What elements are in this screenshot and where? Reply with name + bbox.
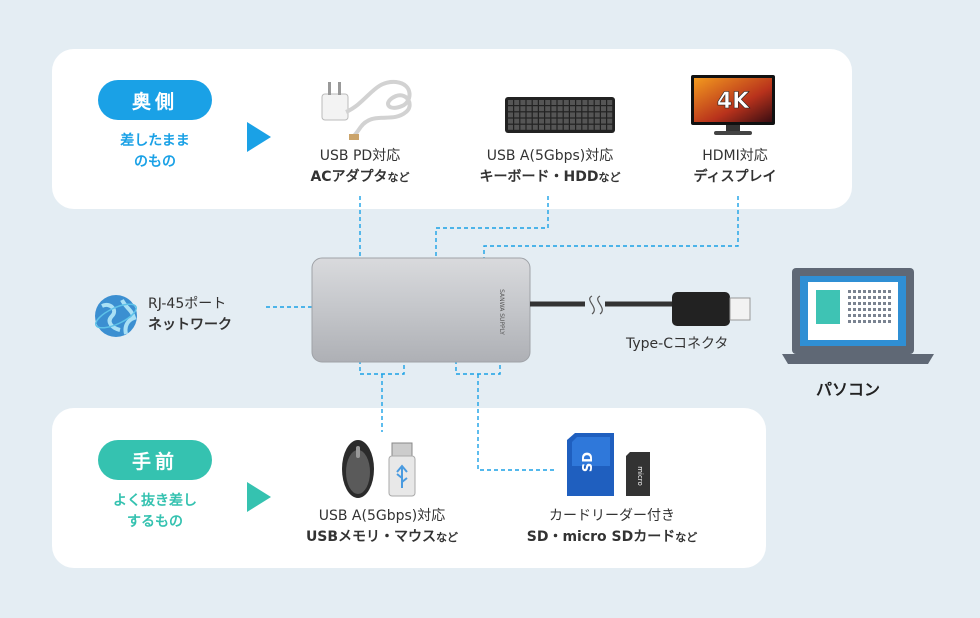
usb-front-suffix: など (436, 531, 459, 544)
back-subtitle-line1: 差したまま (120, 133, 190, 149)
line-display (483, 196, 739, 258)
keyboard-icon (505, 97, 615, 133)
label-card-reader: カードリーダー付き SD・micro SDカードなど (512, 506, 712, 548)
label-ac-adapter: USB PD対応 ACアダプタなど (292, 146, 428, 188)
label-usb-front: USB A(5Gbps)対応 USBメモリ・マウスなど (294, 506, 470, 548)
display-line1: HDMI対応 (702, 148, 768, 164)
usb-front-line1: USB A(5Gbps)対応 (318, 508, 446, 524)
keyboard-line2: キーボード・HDD (479, 169, 599, 185)
line-keyboard (435, 196, 549, 258)
front-subtitle-line1: よく抜き差し (113, 493, 197, 509)
label-rj45: RJ-45ポート ネットワーク (148, 294, 232, 336)
usb-hub-icon: SANWA SUPPLY (311, 257, 751, 363)
label-display: HDMI対応 ディスプレイ (670, 146, 800, 188)
front-arrow-icon (247, 482, 271, 512)
globe-icon (95, 295, 137, 337)
monitor-icon: 4K (691, 75, 775, 135)
front-subtitle: よく抜き差し するもの (98, 491, 212, 533)
line-usb-front (359, 360, 405, 432)
keyboard-line1: USB A(5Gbps)対応 (486, 148, 614, 164)
ac-adapter-suffix: など (387, 171, 410, 184)
label-typec: Type-Cコネクタ (626, 336, 729, 352)
ac-adapter-icon (321, 79, 412, 140)
back-arrow-icon (247, 122, 271, 152)
line-card-front (455, 360, 556, 471)
micro-text: micro (636, 466, 644, 486)
sd-text: SD (581, 452, 596, 472)
monitor-4k-text: 4K (717, 89, 750, 114)
front-pill: 手前 (98, 440, 212, 480)
display-line2: ディスプレイ (693, 169, 777, 185)
hub-brand: SANWA SUPPLY (498, 289, 505, 335)
sd-card-icon: SD micro (567, 433, 650, 496)
back-subtitle-line2: のもの (134, 154, 176, 170)
rj45-line1: RJ-45ポート (148, 296, 227, 312)
rj45-line2: ネットワーク (148, 317, 232, 333)
label-keyboard: USB A(5Gbps)対応 キーボード・HDDなど (470, 146, 630, 188)
front-subtitle-line2: するもの (127, 514, 183, 530)
ac-adapter-line1: USB PD対応 (319, 148, 401, 164)
laptop-icon (782, 268, 934, 364)
keyboard-suffix: など (598, 171, 621, 184)
card-reader-line2: SD・micro SDカード (526, 529, 676, 545)
mouse-icon (342, 440, 374, 498)
back-pill: 奥側 (98, 80, 212, 120)
card-reader-line1: カードリーダー付き (549, 508, 675, 524)
usb-front-line2: USBメモリ・マウス (305, 529, 437, 545)
card-reader-suffix: など (675, 531, 698, 544)
back-subtitle: 差したまま のもの (98, 131, 212, 173)
laptop-label: パソコン (816, 380, 881, 399)
usb-memory-icon (388, 442, 416, 497)
ac-adapter-line2: ACアダプタ (310, 169, 388, 185)
